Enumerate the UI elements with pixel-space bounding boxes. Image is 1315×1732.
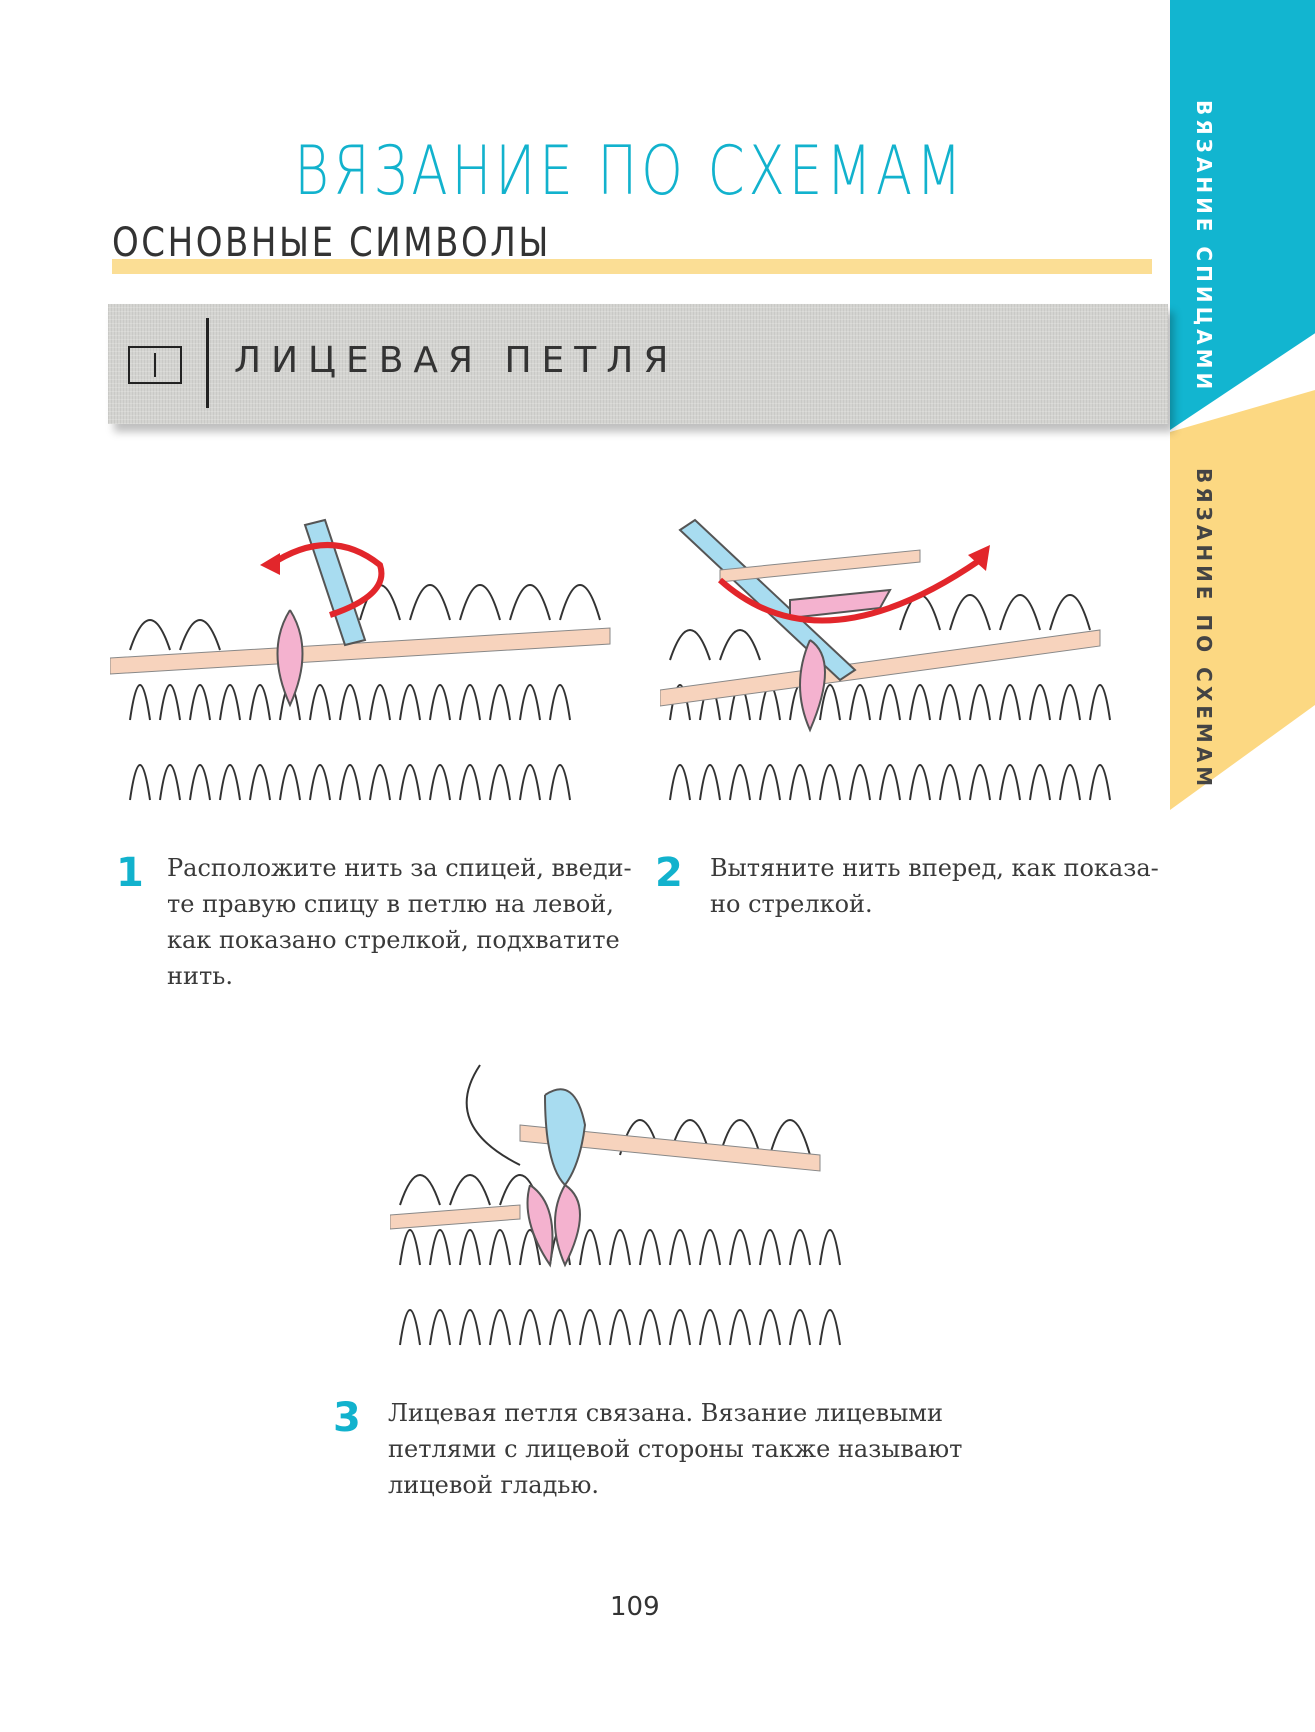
step-1-line: те правую спицу в петлю на левой,: [167, 890, 614, 918]
step-3-line: Лицевая петля связана. Вязание лицевыми: [388, 1399, 943, 1427]
step-3-number: 3: [333, 1395, 361, 1441]
section-subtitle: ОСНОВНЫЕ СИМВОЛЫ: [112, 220, 551, 266]
page-title: ВЯЗАНИЕ ПО СХЕМАМ: [294, 132, 966, 211]
step-2-text: Вытяните нить вперед, как показа- но стр…: [710, 850, 1159, 922]
step-3-illustration: [390, 1064, 841, 1346]
page-number: 109: [610, 1592, 660, 1622]
step-1-text: Расположите нить за спицей, введи- те пр…: [167, 850, 632, 994]
step-2-line: но стрелкой.: [710, 890, 873, 918]
symbol-divider: [206, 318, 209, 408]
step-1-line: как показано стрелкой, подхватите: [167, 926, 620, 954]
subtitle-underline: [112, 259, 1152, 274]
step-2-number: 2: [655, 850, 683, 896]
step-1-line: нить.: [167, 962, 233, 990]
step-1-illustration: [110, 518, 611, 801]
step-2-illustration: [660, 518, 1111, 801]
step-1-number: 1: [116, 850, 144, 896]
knit-stitch-symbol-icon: [128, 346, 182, 384]
side-tab-charts-label: ВЯЗАНИЕ ПО СХЕМАМ: [1192, 468, 1216, 791]
step-3-line: лицевой гладью.: [388, 1471, 599, 1499]
side-tab-knitting-label: ВЯЗАНИЕ СПИЦАМИ: [1192, 100, 1216, 394]
step-1-line: Расположите нить за спицей, введи-: [167, 854, 632, 882]
symbol-banner: ЛИЦЕВАЯ ПЕТЛЯ: [108, 304, 1168, 424]
symbol-name: ЛИЦЕВАЯ ПЕТЛЯ: [234, 340, 679, 381]
step-3-line: петлями с лицевой стороны также называют: [388, 1435, 963, 1463]
step-2-line: Вытяните нить вперед, как показа-: [710, 854, 1159, 882]
step-3-text: Лицевая петля связана. Вязание лицевыми …: [388, 1395, 962, 1503]
